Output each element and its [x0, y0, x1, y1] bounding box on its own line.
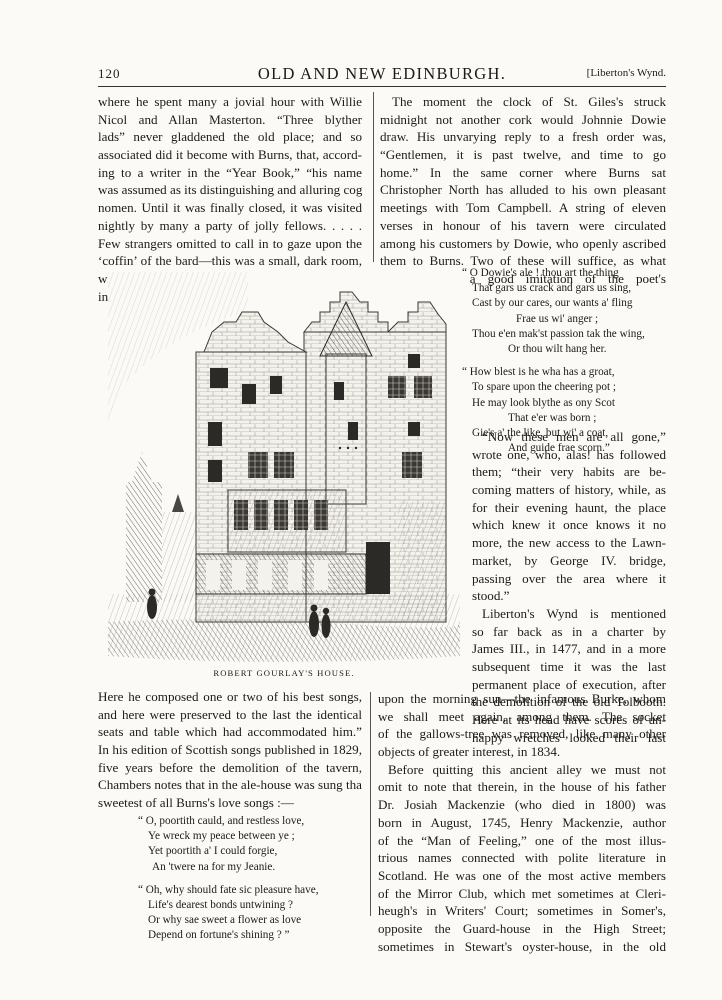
text-line: draw. His unvarying reply to a fresh ord…: [380, 129, 666, 145]
section-label: [Liberton's Wynd.: [586, 67, 666, 79]
text-line: nomen. Until it was finally closed, it w…: [98, 200, 362, 216]
text-line: Chambers notes that in the ale-house was…: [98, 777, 362, 793]
figure-caption: ROBERT GOURLAY'S HOUSE.: [213, 668, 355, 678]
text-line: of the gallows-tree was removed, like ma…: [378, 726, 666, 742]
text-line: objects of greater interest, in 1834.: [378, 744, 561, 760]
text-line: which knew it once knows it no: [472, 517, 666, 533]
poem-line: That gars us crack and gars us sing,: [472, 282, 632, 295]
poem-line: Frae us wi' anger ;: [516, 312, 599, 325]
text-line: Here at its head have scores of un-: [472, 712, 666, 727]
text-line: “Now these men are all gone,”: [482, 429, 666, 444]
text-line: upon the morning sun—the infamous Burke,…: [378, 691, 666, 706]
text-line: Scotland. He was one of the most active …: [378, 867, 666, 883]
column-divider-top: [373, 92, 374, 262]
text-line: verses in honour of his tavern were circ…: [380, 217, 666, 233]
column-divider-bottom: [370, 692, 371, 916]
text-line: heugh's in Writers' Court; sometimes in …: [378, 903, 666, 919]
burns-poem: “ O, poortith cauld, and restless love, Y…: [138, 814, 364, 944]
poem-line: Yet poortith a' I could forgie,: [148, 845, 278, 858]
text-line: Dr. Josiah Mackenzie (who died in 1800) …: [378, 797, 666, 813]
text-line: Here he composed one or two of his best …: [98, 689, 362, 704]
text-line: associated did it become with Burns, tha…: [98, 147, 362, 163]
text-line: was assumed as its distinguishing and al…: [98, 182, 362, 198]
text-line: wrote one, who, alas! has followed: [472, 446, 666, 462]
page-number: 120: [98, 66, 121, 81]
text-line: midnight not another cork would Johnnie …: [380, 111, 666, 127]
poem-line: Life's dearest bonds untwining ?: [148, 898, 293, 911]
text-line: and here were preserved to the last the …: [98, 706, 362, 722]
poem-line: “ Oh, why should fate sic pleasure have,: [138, 883, 319, 896]
text-line: James III., in 1477, and in a more: [472, 641, 666, 657]
text-line: lads” never gladdened the old place; and…: [98, 129, 362, 145]
poem-line: An 'twere na for my Jeanie.: [152, 860, 276, 873]
text-line: seats and table which had accommodated h…: [98, 724, 362, 740]
poem-line: Cast by our cares, our wants a' fling: [472, 297, 633, 310]
text-line: Nicol and Allan Masterton. “Three blythe…: [98, 111, 362, 127]
text-line: In his edition of Scottish songs publish…: [98, 742, 362, 758]
text-line: The moment the clock of St. Giles's stru…: [392, 94, 666, 109]
left-column-top-text: where he spent many a jovial hour with W…: [98, 93, 362, 305]
text-line: happy wretches looked their last: [472, 729, 666, 745]
text-line: the demolition of the old Tolbooth.: [472, 694, 666, 710]
text-line: home.” In the same corner where Burns sa…: [380, 164, 666, 180]
text-line: “Gentlemen, it is past twelve, and time …: [380, 147, 666, 163]
text-line: where he spent many a jovial hour with W…: [98, 94, 362, 109]
poem-line: Or why sae sweet a flower as love: [148, 914, 302, 927]
poem-line: To spare upon the cheering pot ;: [472, 381, 616, 394]
text-line: them to Burns. Two of these will suffice…: [380, 253, 666, 269]
poem-line: “ O Dowie's ale ! thou art the thing: [462, 267, 619, 279]
text-line: ‘coffin’ of the bard—this was a small, d…: [98, 253, 362, 269]
text-line: born in August, 1745, Henry Mackenzie, a…: [378, 814, 666, 830]
header-rule: [98, 86, 666, 87]
text-line: of the “Man of Feeling,” one of the most…: [378, 832, 666, 848]
text-line: more, the new access to the Lawn-: [472, 535, 666, 551]
poem-line: And guide frae scorn.”: [508, 442, 610, 455]
text-line: Few strangers omitted to call in to gaze…: [98, 235, 362, 251]
text-line: coming matters of history, while, as: [472, 482, 666, 498]
text-line: permanent place of execution, after: [472, 676, 666, 692]
text-line: trious names connected with polite liter…: [378, 850, 666, 866]
text-line: of the Mirror Club, which met sometimes …: [378, 885, 666, 901]
text-line: so far back as in a charter by: [472, 623, 666, 639]
right-column-bottom-text: upon the morning sun—the infamous Burke,…: [378, 690, 666, 955]
poem-line: Gie's a' the like, but wi' a coat,: [472, 426, 609, 439]
text-line: Christopher North has alluded to his own…: [380, 182, 666, 198]
right-column-middle-text: “Now these men are all gone,” wrote one, …: [472, 428, 666, 746]
text-line: Before quitting this ancient alley we mu…: [388, 761, 666, 777]
left-column-bottom-text: Here he composed one or two of his best …: [98, 688, 362, 812]
text-line: omit to note that therein, in the house …: [378, 779, 666, 795]
poem-line: He may look blythe as ony Scot: [472, 396, 615, 409]
poem-line: Or thou wilt hang her.: [508, 342, 607, 355]
text-line: we shall meet again, among them. The soc…: [378, 708, 666, 724]
text-line: opposite the Guard-house in the High Str…: [378, 920, 666, 936]
text-line: them; “their very habits are be-: [472, 464, 666, 480]
text-line: meetings with Tom Campbell. A string of …: [380, 200, 666, 216]
building-engraving: [108, 272, 460, 664]
poem-line: That e'er was born ;: [508, 411, 597, 424]
engraving-robert-gourlays-house: [108, 272, 460, 664]
text-line: five years before the demolition of the …: [98, 759, 362, 775]
text-line: passing over the area where it: [472, 570, 666, 586]
text-line: subsequent time it was the last: [472, 658, 666, 674]
text-line: stood.”: [472, 588, 510, 604]
text-line: nightly by many a party of jolly fellows…: [98, 217, 362, 233]
text-line: sweetest of all Burns's love songs :—: [98, 795, 294, 811]
poem-line: Thou e'en mak'st passion tak the wing,: [472, 327, 645, 340]
text-line: sometimes in Stewart's oyster-house, in …: [378, 938, 666, 954]
text-line: market, by George IV. bridge,: [472, 552, 666, 568]
text-line: ing to a writer in the “Year Book,” “his…: [98, 164, 362, 180]
poem-line: “ How blest is he wha has a groat,: [462, 366, 615, 379]
poem-line: “ O, poortith cauld, and restless love,: [138, 815, 305, 827]
text-line: among his customers by Dowie, who openly…: [380, 235, 666, 251]
running-title: OLD AND NEW EDINBURGH.: [257, 64, 507, 83]
text-line: Liberton's Wynd is mentioned: [482, 605, 666, 621]
poem-line: Ye wreck my peace between ye ;: [148, 830, 295, 843]
running-header: 120 OLD AND NEW EDINBURGH. [Liberton's W…: [98, 64, 666, 86]
poem-line: Depend on fortune's shining ? ”: [148, 929, 290, 942]
text-line: for their evening haunt, the place: [472, 499, 666, 515]
